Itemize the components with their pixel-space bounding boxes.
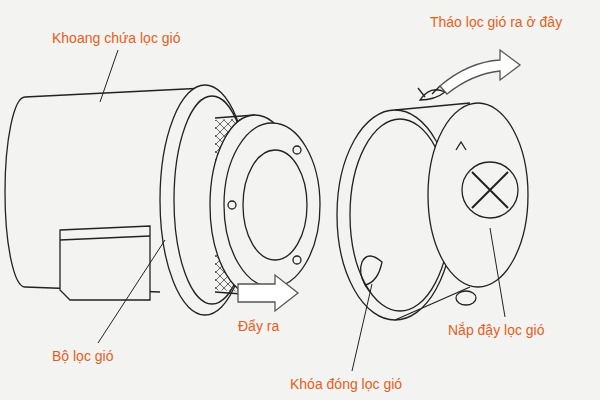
part-label: Tháo lọc gió ra ở đây [428,14,564,31]
part-label: Khóa đóng lọc gió [288,376,404,393]
part-label: Bộ lọc gió [50,348,115,365]
part-label: Khoang chứa lọc gió [50,30,182,47]
remove-arrow [440,50,520,94]
leader-lines [98,50,505,371]
push-arrow [238,275,298,311]
filter-cover [337,86,528,320]
filter-cartridge [210,115,320,295]
part-label: Đẩy ra [236,318,281,335]
part-label: Nắp đậy lọc gió [446,322,547,339]
